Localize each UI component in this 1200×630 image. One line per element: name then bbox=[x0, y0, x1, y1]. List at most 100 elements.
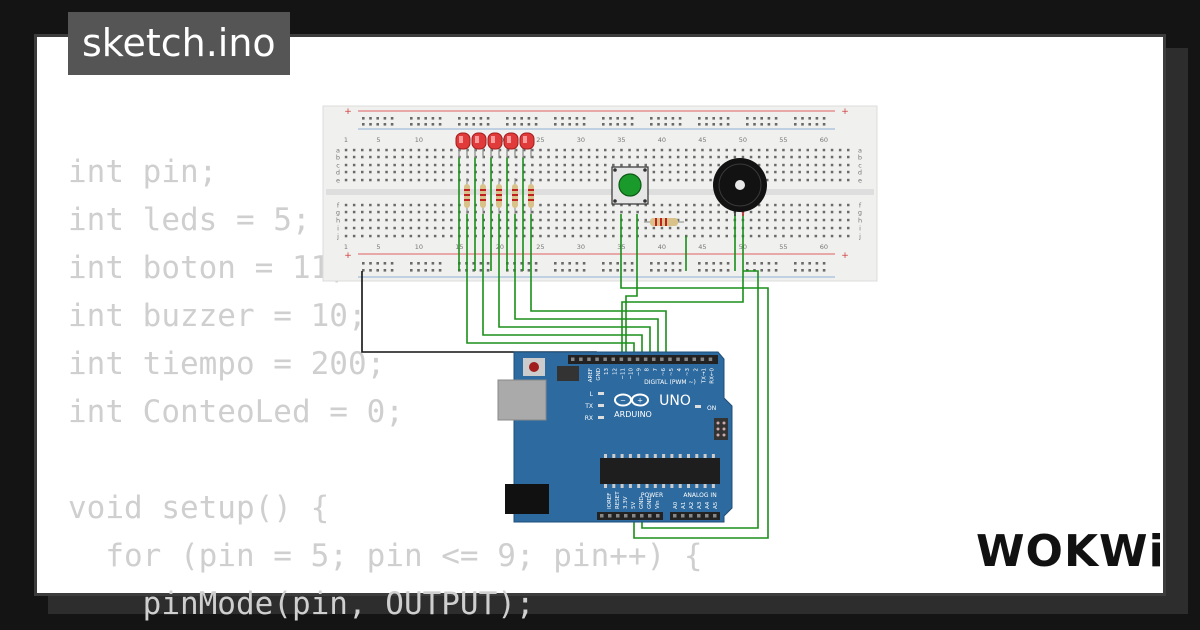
rail-hole bbox=[794, 123, 797, 126]
breadboard-hole bbox=[709, 203, 712, 207]
breadboard-hole bbox=[344, 203, 348, 207]
chip-pin bbox=[653, 484, 657, 488]
rail-hole bbox=[616, 262, 619, 265]
breadboard-hole bbox=[847, 226, 850, 230]
column-number: 40 bbox=[658, 243, 666, 251]
breadboard-hole bbox=[766, 163, 769, 167]
code-line: int leds = 5; bbox=[68, 202, 311, 238]
column-number: 45 bbox=[698, 243, 706, 251]
rail-hole bbox=[671, 262, 675, 265]
rail-hole bbox=[369, 123, 372, 126]
breadboard-hole bbox=[806, 155, 809, 159]
header-pin bbox=[595, 357, 599, 361]
breadboard-hole bbox=[668, 155, 672, 159]
breadboard-hole bbox=[352, 226, 356, 230]
breadboard-hole bbox=[766, 178, 769, 182]
rail-hole bbox=[431, 117, 435, 120]
resistor bbox=[528, 178, 534, 214]
resistor-band bbox=[512, 189, 518, 191]
rail-hole bbox=[438, 117, 442, 120]
breadboard-hole bbox=[466, 210, 469, 214]
breadboard-hole bbox=[604, 178, 607, 182]
breadboard-hole bbox=[847, 163, 850, 167]
breadboard-hole bbox=[636, 203, 639, 207]
breadboard-hole bbox=[725, 210, 728, 214]
rail-hole bbox=[602, 269, 605, 272]
pin-label: AREF bbox=[588, 368, 594, 382]
breadboard-hole bbox=[490, 163, 494, 167]
breadboard-hole bbox=[385, 203, 388, 207]
model-name: UNO bbox=[659, 393, 691, 409]
rail-hole bbox=[575, 117, 579, 120]
rail-hole bbox=[719, 269, 723, 272]
pin-label: 2 bbox=[693, 368, 699, 372]
resistor-band bbox=[464, 189, 470, 191]
breadboard-hole bbox=[838, 155, 842, 159]
breadboard-hole bbox=[668, 170, 672, 174]
chip-pin bbox=[645, 484, 649, 488]
file-tab[interactable]: sketch.ino bbox=[68, 12, 290, 75]
breadboard-hole bbox=[506, 226, 510, 230]
column-number: 40 bbox=[658, 136, 666, 144]
chip-pin bbox=[687, 454, 690, 458]
rail-hole bbox=[479, 123, 483, 126]
header-pin bbox=[640, 514, 644, 518]
breadboard-hole bbox=[393, 178, 396, 182]
breadboard-hole bbox=[523, 210, 526, 214]
rail-hole bbox=[630, 117, 634, 120]
breadboard-hole bbox=[555, 170, 558, 174]
power-wire bbox=[641, 270, 759, 529]
rail-hole bbox=[671, 117, 675, 120]
rail-hole bbox=[602, 123, 605, 126]
breadboard-hole bbox=[806, 170, 809, 174]
rail-hole bbox=[376, 269, 379, 272]
breadboard-hole bbox=[676, 148, 680, 152]
breadboard-hole bbox=[482, 210, 485, 214]
breadboard-hole bbox=[417, 178, 421, 182]
breadboard-hole bbox=[766, 170, 769, 174]
push-button bbox=[611, 166, 649, 205]
led bbox=[519, 132, 535, 158]
breadboard-hole bbox=[425, 218, 429, 222]
breadboard-hole bbox=[790, 234, 793, 238]
rail-hole bbox=[712, 269, 715, 272]
column-number: 20 bbox=[496, 243, 504, 251]
breadboard-hole bbox=[701, 234, 704, 238]
status-led bbox=[598, 416, 604, 419]
breadboard-hole bbox=[393, 203, 396, 207]
breadboard-hole bbox=[401, 203, 404, 207]
rail-hole bbox=[417, 123, 420, 126]
rail-hole bbox=[568, 262, 571, 265]
breadboard-hole bbox=[604, 226, 607, 230]
breadboard-hole bbox=[514, 148, 518, 152]
resistor-band bbox=[660, 218, 662, 226]
rail-sign: + bbox=[344, 107, 352, 117]
header-pin bbox=[673, 514, 677, 518]
rail-hole bbox=[664, 123, 667, 126]
breadboard-hole bbox=[790, 226, 793, 230]
breadboard-hole bbox=[733, 148, 737, 152]
breadboard-hole bbox=[847, 170, 850, 174]
breadboard-hole bbox=[636, 148, 639, 152]
rail-hole bbox=[623, 262, 627, 265]
breadboard-hole bbox=[766, 226, 769, 230]
rail-hole bbox=[678, 269, 682, 272]
breadboard-hole bbox=[693, 203, 696, 207]
chip-pin bbox=[670, 484, 674, 488]
chip-pin bbox=[678, 454, 682, 458]
rail-hole bbox=[822, 262, 826, 265]
breadboard-hole bbox=[693, 218, 696, 222]
breadboard-hole bbox=[563, 210, 566, 214]
breadboard-hole bbox=[571, 234, 575, 238]
pin-label: RESET bbox=[615, 491, 621, 509]
rail-hole bbox=[390, 123, 394, 126]
breadboard-hole bbox=[409, 203, 413, 207]
breadboard-hole bbox=[563, 163, 566, 167]
resistor-band bbox=[496, 194, 502, 196]
breadboard-hole bbox=[838, 226, 842, 230]
breadboard-hole bbox=[612, 210, 615, 214]
breadboard-hole bbox=[830, 234, 834, 238]
chip-pin bbox=[711, 454, 715, 458]
header-pin bbox=[587, 357, 591, 361]
breadboard-hole bbox=[668, 163, 672, 167]
